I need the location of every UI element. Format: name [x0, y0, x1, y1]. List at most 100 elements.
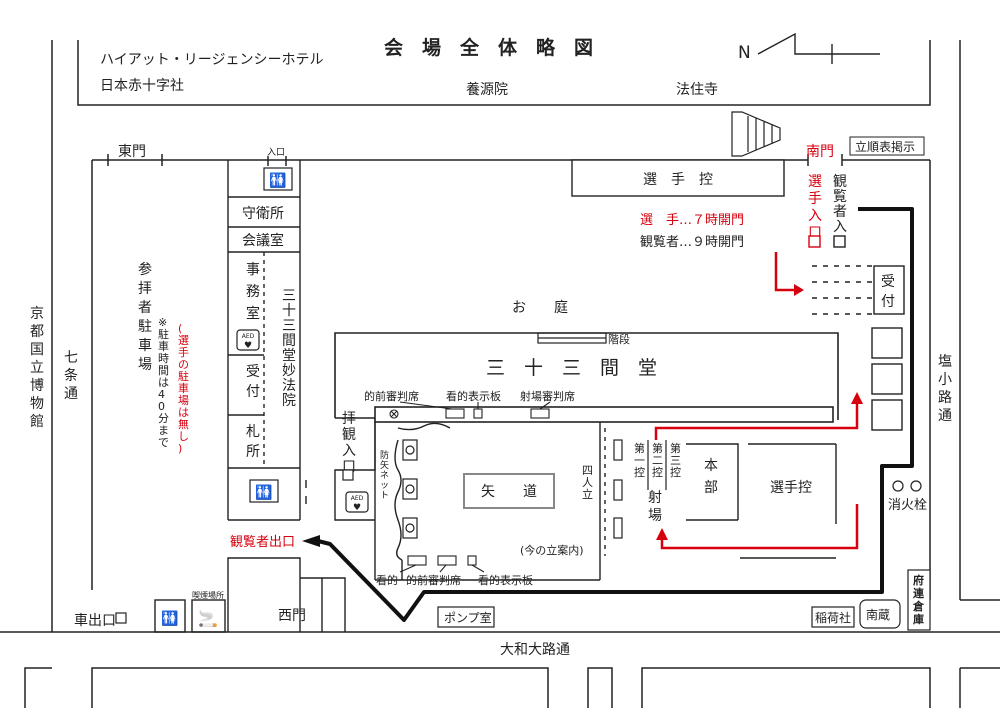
- visitors-time-label: 観覧者…９時開門: [640, 234, 744, 250]
- worship-entrance-label: 拝観入口: [342, 411, 356, 475]
- main-hall-outline: [334, 332, 839, 423]
- restroom-icon-mid: 🚻: [249, 479, 279, 503]
- player-entrance-label: 選手入口: [808, 174, 822, 241]
- matomae-bottom-label: 的前審判席: [406, 573, 461, 587]
- vertical-labels: 京都国立博物館 七条通 塩小路通: [30, 306, 952, 430]
- fu-renko-box: [907, 569, 931, 631]
- visitor-exit-label: 観覧者出口: [230, 534, 295, 550]
- garden-label: お 庭: [512, 299, 568, 316]
- stairs-icon: [537, 332, 607, 344]
- honbu-label: 本部: [704, 458, 718, 496]
- right-boxes: [871, 327, 903, 431]
- worship-entrance-outline: [334, 417, 376, 521]
- restroom-icon-top: 🚻: [263, 167, 293, 191]
- north-arrow-icon: [757, 32, 880, 64]
- office-label: 事務室: [246, 262, 260, 322]
- order-board-box: [849, 136, 925, 156]
- speaker-icon: [731, 111, 781, 157]
- worship-entrance-box: [342, 469, 354, 481]
- visitor-entrance-box: [833, 235, 846, 248]
- svg-text:🚻: 🚻: [269, 172, 286, 189]
- car-exit-label: 車出口: [74, 612, 116, 629]
- yonin-label: 四人立: [582, 464, 593, 501]
- pump-label: ポンプ室: [444, 610, 492, 625]
- guard-label: 守衛所: [242, 206, 284, 222]
- reception-right-box: [873, 265, 905, 315]
- kanteki-label: 看的: [376, 573, 398, 587]
- fu-renko-label: 府連倉庫: [912, 573, 925, 626]
- page-title: 会 場 全 体 略 図: [384, 36, 593, 59]
- shajo-label: 射場: [648, 490, 662, 524]
- top-entrance-label: 入口: [267, 147, 285, 158]
- reception-left-label: 受付: [246, 364, 260, 400]
- hyatt-label: ハイアット・リージェンシーホテル: [100, 52, 323, 68]
- players-wait-right-label: 選手控: [770, 480, 812, 496]
- matomae-top-label: 的前審判席: [364, 389, 419, 403]
- visitor-route: [302, 207, 914, 622]
- players-wait-top-label: 選 手 控: [643, 172, 713, 188]
- west-gate-label: 西門: [278, 608, 306, 624]
- shiokoji-label: 塩小路通: [938, 354, 952, 424]
- inari-box: [811, 606, 855, 628]
- imano-label: (今の立案内): [520, 543, 584, 557]
- sanjusangendo-label: 三 十 三 間 堂: [486, 357, 657, 379]
- meeting-label: 会議室: [242, 232, 284, 249]
- yamichi-box: [463, 473, 555, 509]
- restroom-icon-bottom: 🚻: [161, 610, 178, 627]
- yamato-label: 大和大路通: [500, 642, 570, 658]
- dai3-label: 第三控: [670, 441, 681, 479]
- players-wait-right-outline: [740, 443, 837, 559]
- player-entrance-box: [808, 235, 821, 248]
- hydrant-icon: [892, 480, 922, 492]
- matohyoji-top-label: 看的表示板: [446, 389, 501, 403]
- dai-dividers: [647, 440, 667, 490]
- inari-label: 稲荷社: [815, 610, 851, 625]
- shichijo-label: 七条通: [64, 350, 78, 402]
- player-route: [654, 252, 863, 550]
- smoking-icon: 🚬: [198, 609, 218, 628]
- honbu-outline: [686, 443, 739, 521]
- aed-icon-center: AED ♥: [345, 491, 369, 513]
- reception-right-label: 受付: [881, 274, 895, 310]
- svg-text:♥: ♥: [244, 341, 252, 351]
- svg-text:🚻: 🚻: [255, 484, 272, 501]
- bottom-markers: [399, 555, 485, 573]
- dai2-label: 第二控: [652, 441, 663, 479]
- south-gate-label: 南門: [806, 144, 834, 160]
- nanzo-label: 南蔵: [866, 607, 890, 622]
- players-time-label: 選 手…７時開門: [640, 213, 744, 228]
- hoju-ji-label: 法住寺: [676, 82, 718, 98]
- shajo-shinpan-label: 射場審判席: [520, 389, 575, 403]
- svg-text:AED: AED: [242, 333, 255, 340]
- svg-text:AED: AED: [351, 495, 364, 502]
- queue-lines: [812, 265, 872, 315]
- pump-box: [437, 606, 495, 628]
- hydrant-label: 消火栓: [888, 498, 927, 513]
- ticket-label: 札所: [246, 424, 260, 460]
- yamichi-label: 矢 道: [481, 484, 537, 500]
- players-wait-top-box: [571, 159, 785, 197]
- myohoin-label: 三十三間堂妙法院: [282, 288, 296, 409]
- north-label: N: [738, 43, 751, 63]
- dai1-label: 第一控: [634, 441, 645, 479]
- parking-label: 参拝者駐車場: [138, 261, 152, 373]
- yogen-in-label: 養源院: [466, 81, 508, 98]
- targets: [402, 439, 418, 539]
- svg-text:🚻: 🚻: [161, 610, 178, 627]
- matohyoji-bottom-label: 看的表示板: [478, 573, 533, 587]
- svg-text:🚬: 🚬: [198, 609, 218, 628]
- svg-text:♥: ♥: [353, 503, 361, 513]
- east-gate-label: 東門: [118, 144, 146, 160]
- nanzo-box: [859, 599, 901, 629]
- boya-label: 防矢ネット: [380, 449, 389, 501]
- hall-markers: [389, 401, 551, 419]
- stairs-label: 階段: [608, 332, 630, 346]
- red-cross-label: 日本赤十字社: [100, 78, 184, 94]
- car-exit-box: [115, 612, 127, 624]
- left-buildings: [154, 160, 346, 633]
- smoking-label: 喫煙場所: [192, 590, 224, 600]
- museum-label: 京都国立博物館: [30, 306, 44, 430]
- parking-red-label: (選手の駐車場は無し): [178, 322, 189, 455]
